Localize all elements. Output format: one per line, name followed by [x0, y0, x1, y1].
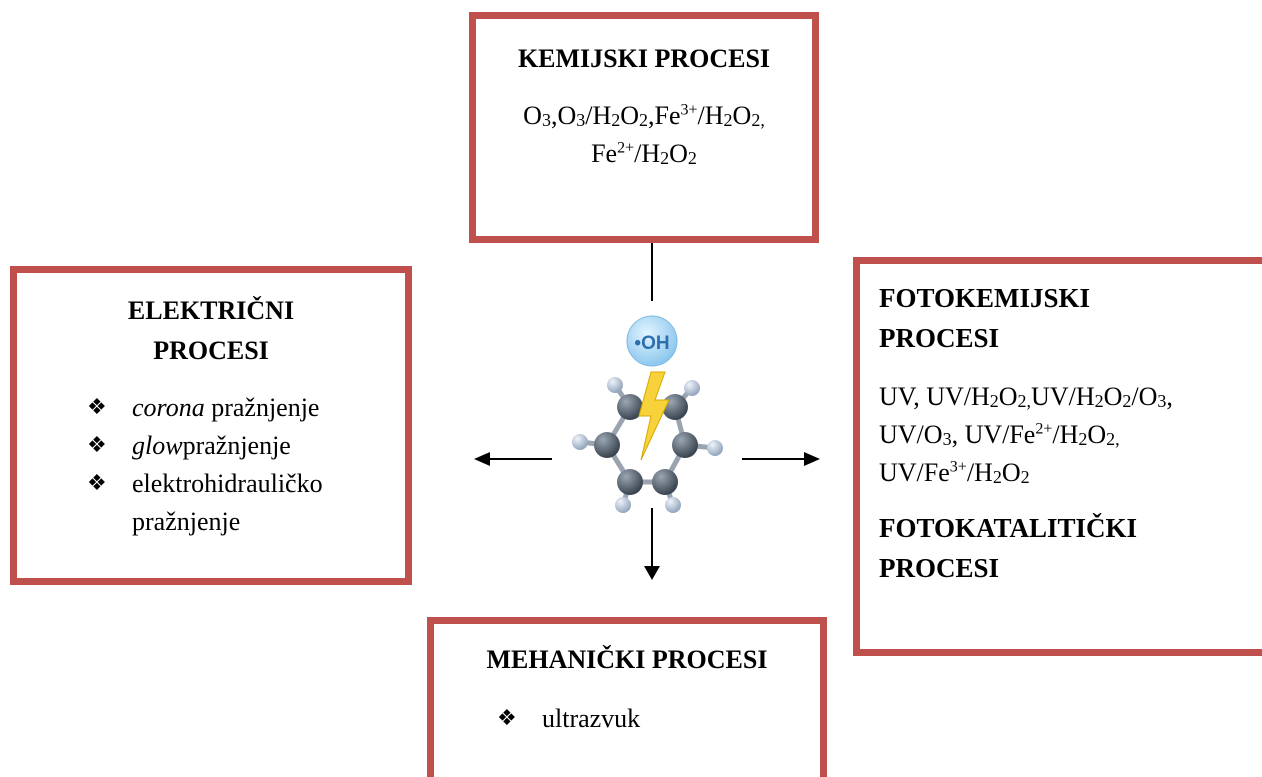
bullet-icon: ❖	[87, 471, 107, 496]
lightning-bolt-icon	[638, 371, 670, 461]
arrow-left-icon	[474, 452, 490, 466]
electric-title-line-2: PROCESI	[153, 336, 269, 365]
connector-left	[488, 458, 552, 460]
bullet-icon: ❖	[497, 706, 517, 731]
photochemical-processes-box: FOTOKEMIJSKI PROCESI UV, UV/H2O2,UV/H2O2…	[853, 257, 1262, 656]
electric-processes-box: ELEKTRIČNI PROCESI ❖corona pražnjenje❖gl…	[10, 266, 412, 585]
arrow-right-icon	[804, 452, 820, 466]
photochemical-line-2: UV/O3, UV/Fe2+/H2O2,	[879, 420, 1120, 449]
radical-bubble	[626, 315, 678, 367]
connector-top	[651, 243, 653, 301]
chemical-processes-title: KEMIJSKI PROCESI	[517, 44, 771, 73]
connector-right	[742, 458, 806, 460]
chemical-processes-line-2: Fe2+/H2O2	[591, 139, 697, 168]
photocatalytic-title-line-2: PROCESI	[879, 553, 1000, 583]
electric-process-item: ❖glowpražnjenje	[87, 427, 405, 465]
photocatalytic-title-line-1: FOTOKATALITIČKI	[879, 513, 1138, 543]
mechanical-processes-list: ❖ultrazvuk	[497, 700, 820, 738]
photochemical-title-line-2: PROCESI	[879, 323, 1000, 353]
electric-process-item: ❖elektrohidrauličko	[87, 465, 405, 503]
mechanical-processes-title: MEHANIČKI PROCESI	[486, 645, 768, 674]
bullet-icon: ❖	[87, 395, 107, 420]
bullet-icon: ❖	[87, 433, 107, 458]
mechanical-processes-box: MEHANIČKI PROCESI ❖ultrazvuk	[427, 617, 827, 777]
photochemical-line-1: UV, UV/H2O2,UV/H2O2/O3,	[879, 382, 1173, 411]
radical-label: •OH	[634, 333, 669, 354]
arrow-down-icon	[644, 566, 660, 580]
electric-processes-title: ELEKTRIČNI PROCESI	[17, 291, 405, 371]
electric-process-item: pražnjenje	[132, 507, 241, 536]
electric-process-item: ❖corona pražnjenje	[87, 389, 405, 427]
chemical-processes-box: KEMIJSKI PROCESI O3,O3/H2O2,Fe3+/H2O2, F…	[469, 12, 819, 243]
hydroxyl-radical-molecule-illustration: •OH	[572, 315, 723, 513]
chemical-processes-line-1: O3,O3/H2O2,Fe3+/H2O2,	[523, 101, 765, 130]
electric-processes-list: ❖corona pražnjenje❖glowpražnjenje❖elektr…	[87, 389, 405, 541]
electric-title-line-1: ELEKTRIČNI	[127, 296, 295, 325]
mechanical-process-item: ❖ultrazvuk	[497, 700, 820, 738]
photochemical-line-3: UV/Fe3+/H2O2	[879, 458, 1030, 487]
photochemical-title-line-1: FOTOKEMIJSKI	[879, 283, 1091, 313]
connector-bottom	[651, 508, 653, 574]
